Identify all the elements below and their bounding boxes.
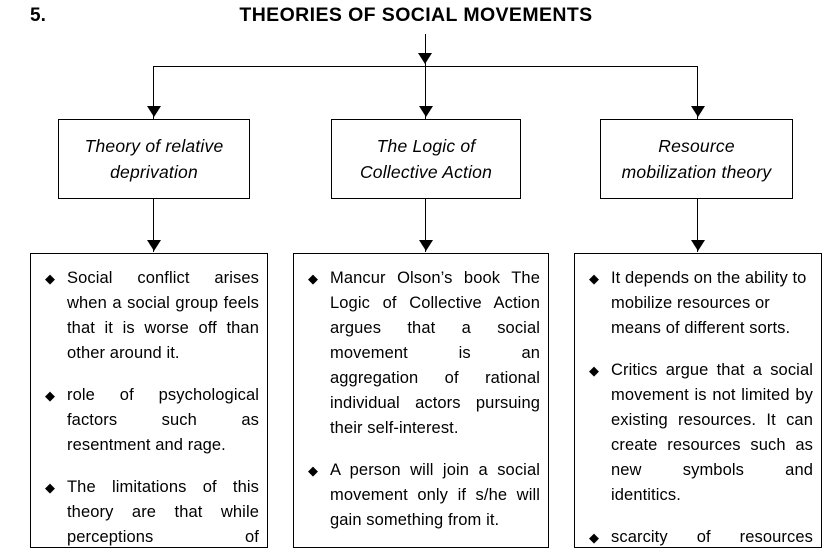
list-item: ◆ The limitations of this theory are tha… [39,475,259,547]
branch-3-detail-line [697,198,698,252]
detail-box-relative-deprivation[interactable]: ◆ Social conflict arises when a social g… [30,253,268,548]
branch-2-arrowhead-icon [419,106,433,117]
diamond-bullet-icon: ◆ [589,530,599,545]
item-number-label: 5. [30,5,46,26]
list-item-text: scarcity of resources [611,528,813,546]
list-item-text: A person will join a social movement onl… [330,461,540,529]
diamond-bullet-icon: ◆ [308,271,318,286]
detail-box-resource-mobilization[interactable]: ◆ It depends on the ability to mobilize … [574,253,822,548]
diamond-bullet-icon: ◆ [589,363,599,378]
diamond-bullet-icon: ◆ [589,271,599,286]
branch-2-detail-arrowhead-icon [419,240,433,251]
list-item: ◆ Critics argue that a social movement i… [583,358,813,508]
trunk-arrowhead-icon [418,53,432,64]
theory-box-label: Theory of relative deprivation [84,136,224,182]
list-item-text: Critics argue that a social movement is … [611,361,813,504]
diamond-bullet-icon: ◆ [45,480,55,495]
list-item: ◆ scarcity of resources [583,525,813,547]
branch-2-detail-line [425,198,426,252]
diamond-bullet-icon: ◆ [308,463,318,478]
list-item: ◆ Social conflict arises when a social g… [39,266,259,366]
list-item: ◆ A person will join a social movement o… [302,458,540,533]
theory-box-collective-action[interactable]: The Logic of Collective Action [331,119,521,199]
list-item: ◆ Mancur Olson’s book The Logic of Colle… [302,266,540,441]
page-title: THEORIES OF SOCIAL MOVEMENTS [239,4,593,26]
list-item-text: Mancur Olson’s book The Logic of Collect… [330,269,540,437]
list-item: ◆ It depends on the ability to mobilize … [583,266,813,341]
list-item-text: It depends on the ability to mobilize re… [611,269,807,337]
diamond-bullet-icon: ◆ [45,388,55,403]
branch-3-detail-arrowhead-icon [691,240,705,251]
theory-box-label: The Logic of Collective Action [359,136,493,182]
branch-1-detail-line [153,198,154,252]
branch-1-drop-line [153,66,154,119]
theory-box-relative-deprivation[interactable]: Theory of relative deprivation [58,119,250,199]
theory-box-resource-mobilization[interactable]: Resource mobilization theory [600,119,793,199]
list-item-text: role of psychological factors such as re… [67,386,259,454]
branch-1-detail-arrowhead-icon [147,240,161,251]
diamond-bullet-icon: ◆ [45,271,55,286]
list-item: ◆ role of psychological factors such as … [39,383,259,458]
branch-3-arrowhead-icon [691,106,705,117]
branch-3-drop-line [697,66,698,119]
list-item-text: The limitations of this theory are that … [67,478,259,546]
list-item-text: Social conflict arises when a social gro… [67,269,259,362]
branch-2-drop-line [425,66,426,119]
branch-1-arrowhead-icon [147,106,161,117]
theory-box-label: Resource mobilization theory [621,136,772,182]
detail-box-collective-action[interactable]: ◆ Mancur Olson’s book The Logic of Colle… [293,253,549,548]
